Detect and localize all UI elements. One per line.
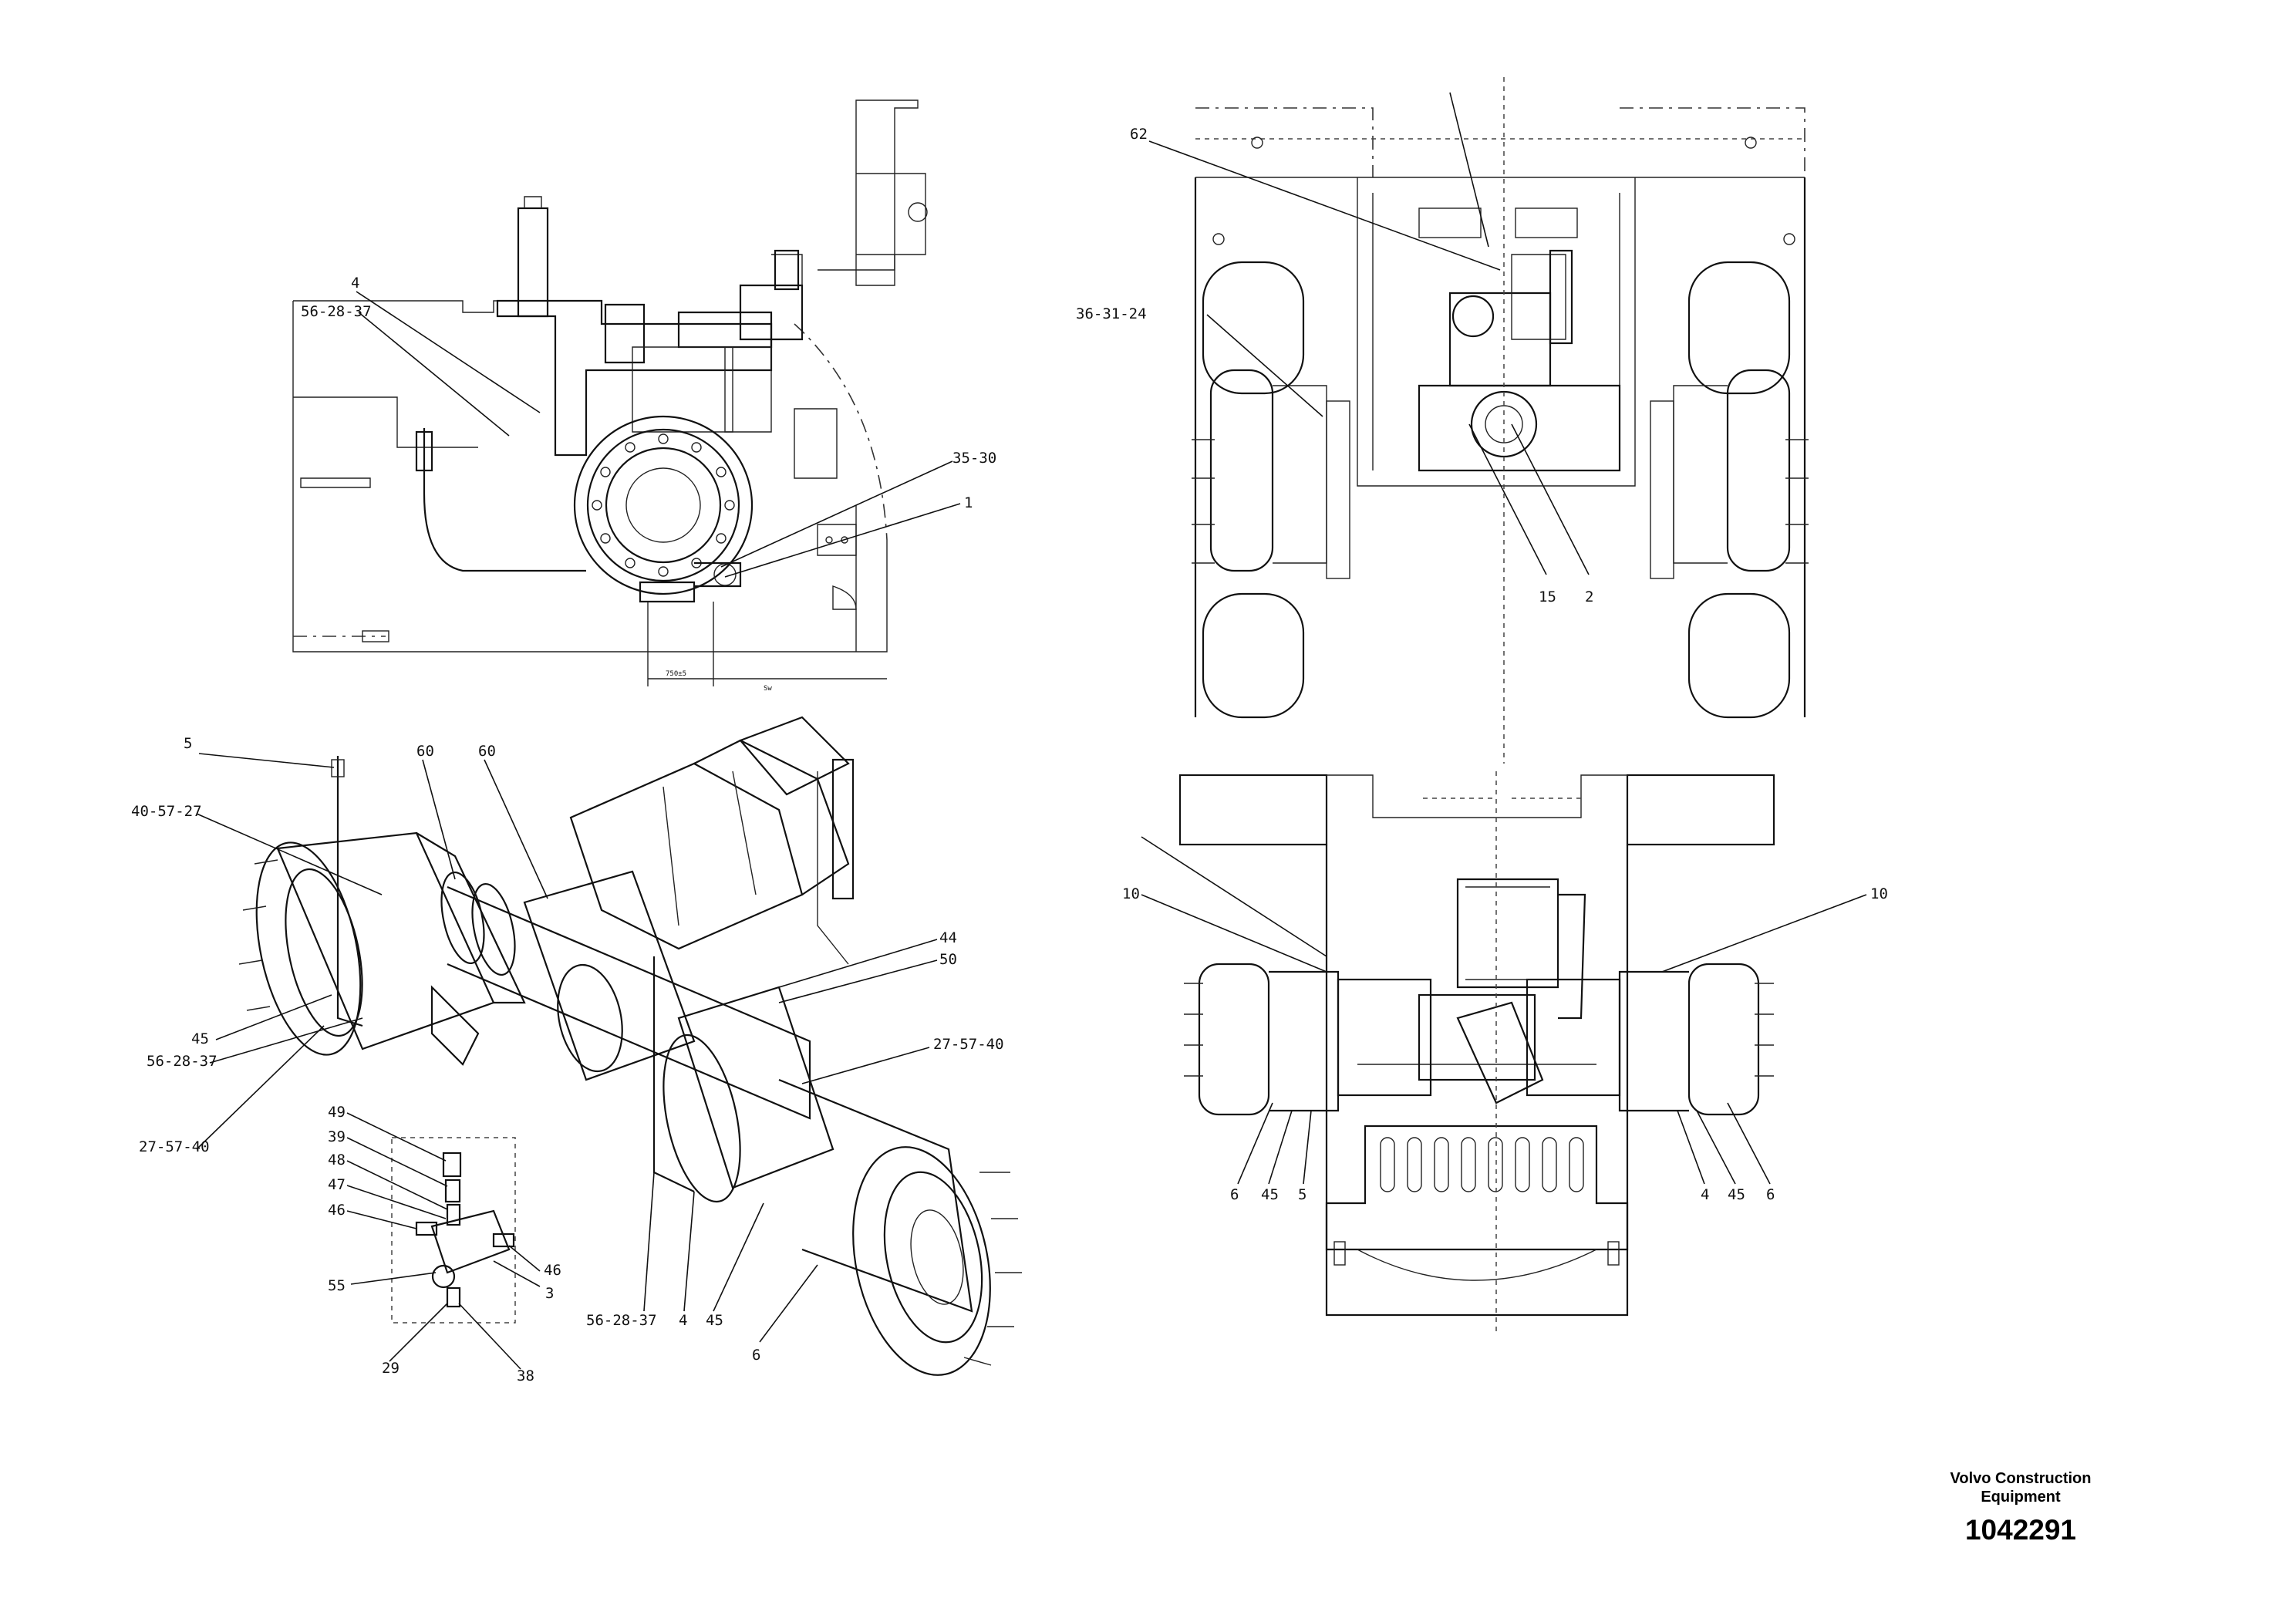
hub-bolt-circle [592,433,735,577]
company-name-line-1: Volvo Construction [1950,1470,2092,1487]
callout-45-br-right: 45 [1728,1186,1745,1203]
callout-35-30: 35-30 [952,450,996,467]
callout-4-br: 4 [1701,1186,1709,1203]
callout-47: 47 [328,1176,346,1193]
view-isometric-axle: 5 40-57-27 60 60 44 50 45 56-28-37 27-57… [131,716,1022,1384]
callout-5-br: 5 [1298,1186,1306,1203]
callout-4-bottom: 4 [679,1312,687,1329]
company-name-line-2: Equipment [1981,1489,2061,1506]
callout-39: 39 [328,1128,346,1145]
plate-slots [1380,1137,1584,1192]
callout-27-57-40-left: 27-57-40 [139,1138,210,1155]
callout-3: 3 [545,1285,554,1302]
left-hub-studs [238,859,278,1011]
callout-50: 50 [939,951,957,968]
callout-56-28-37-bottom: 56-28-37 [586,1312,657,1329]
callout-2: 2 [1585,588,1593,605]
callout-45-left: 45 [191,1030,209,1047]
wheel-studs [1192,439,1809,564]
callout-15: 15 [1539,588,1556,605]
callout-44: 44 [939,929,957,946]
callout-60-left: 60 [416,743,434,760]
tire-group-right [1650,261,1791,719]
callout-49: 49 [328,1104,346,1121]
callout-60-right: 60 [478,743,496,760]
callout-45-bottom: 45 [706,1312,723,1329]
callout-55: 55 [328,1277,346,1294]
callout-29: 29 [382,1360,400,1377]
callout-46-left: 46 [328,1202,346,1219]
title-block: Volvo Construction Equipment 1042291 [1920,1469,2121,1546]
callout-10-right: 10 [1870,885,1888,902]
callout-6-br-right: 6 [1766,1186,1775,1203]
dimension-label-2: Sw [764,685,772,693]
callout-56-28-37-left: 56-28-37 [147,1053,217,1070]
callout-46-right: 46 [544,1262,561,1279]
view-side-elevation: 750±5 Sw 4 56-28-37 35-30 1 [292,99,996,693]
callout-62: 62 [1130,126,1148,143]
view-rear-plan: 10 10 6 45 5 4 45 6 [1122,771,1888,1334]
callout-36-31-24: 36-31-24 [1076,305,1147,322]
view-top-plan: 62 36-31-24 15 2 [1076,77,1809,764]
part-number: 1042291 [1964,1514,2077,1546]
tire-group-left [1202,261,1350,719]
callout-40-57-27: 40-57-27 [131,803,202,820]
callout-38: 38 [517,1367,534,1384]
callout-6-bottom: 6 [752,1347,760,1364]
callout-48: 48 [328,1152,346,1168]
callout-4: 4 [351,275,359,292]
callout-5: 5 [184,735,192,752]
rear-studs [1184,983,1774,1077]
callout-56-28-37: 56-28-37 [301,303,372,320]
dimension-label-1: 750±5 [666,670,686,678]
callout-6-br-left: 6 [1230,1186,1239,1203]
callout-10-left: 10 [1122,885,1140,902]
callout-1: 1 [964,494,973,511]
right-hub-studs [963,1172,1022,1366]
callout-27-57-40-right: 27-57-40 [933,1036,1004,1053]
callout-45-br-left: 45 [1261,1186,1279,1203]
